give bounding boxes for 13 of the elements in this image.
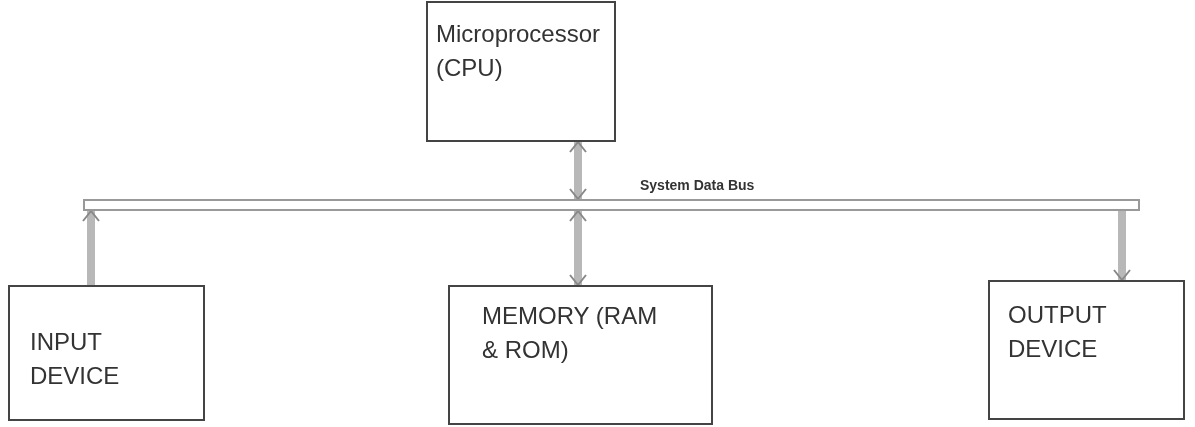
- bus-arrow: [1113, 211, 1131, 281]
- box-label: MEMORY (RAM & ROM): [482, 301, 659, 365]
- bus-label: System Data Bus: [640, 177, 756, 193]
- component-box: [426, 1, 616, 142]
- component-box: [8, 285, 205, 421]
- component-box: [448, 285, 713, 425]
- bus-arrow: [569, 210, 587, 286]
- box-label: INPUT DEVICE: [30, 327, 121, 391]
- box-label: Microprocessor (CPU): [436, 19, 602, 83]
- box-label: OUTPUT DEVICE: [1008, 300, 1108, 364]
- component-box: [988, 280, 1185, 420]
- bus-arrow: [82, 210, 100, 285]
- bus-arrow: [569, 141, 587, 200]
